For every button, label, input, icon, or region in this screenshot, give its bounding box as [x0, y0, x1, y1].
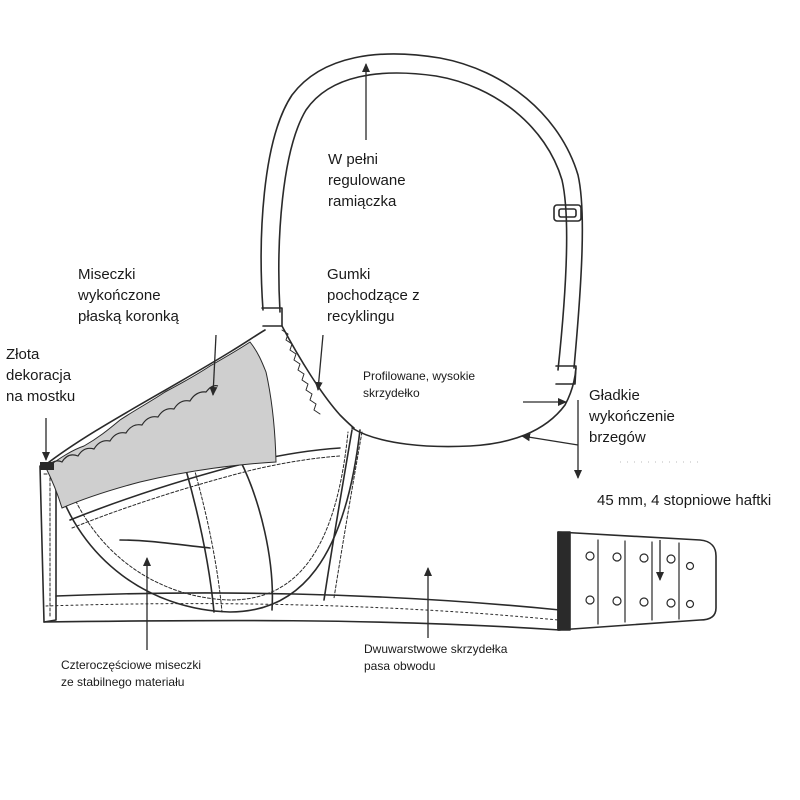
- arrow-smooth-edges: [521, 433, 579, 446]
- arrow-elastic: [314, 334, 324, 391]
- elastic-zigzag: [281, 329, 321, 415]
- band-bottom: [43, 619, 561, 631]
- cup-seam-4: [119, 539, 211, 549]
- strap-outer: [260, 53, 584, 369]
- hook-tape: [557, 531, 717, 631]
- label-four-part-cups: Czteroczęściowe miseczki ze stabilnego m…: [61, 658, 202, 689]
- label-recycled-elastic: Gumki pochodzące z recyklingu: [327, 266, 420, 325]
- strap-adjuster: [553, 204, 582, 222]
- center-gore: [39, 465, 57, 623]
- label-hooks: 45 mm, 4 stopniowe haftki: [597, 492, 772, 509]
- label-high-wing: Profilowane, wysokie skrzydełko: [363, 369, 476, 400]
- hook-eyes: [585, 539, 695, 625]
- label-gold-decoration: Złota dekoracja na mostku: [6, 346, 76, 405]
- bridge-decoration: [40, 462, 54, 470]
- lace-area: [45, 341, 277, 509]
- strap-inner: [278, 72, 568, 371]
- label-straps: W pełni regulowane ramiączka: [328, 151, 406, 210]
- band-elastic: [45, 603, 559, 621]
- band-top: [55, 592, 561, 611]
- label-smooth-edges: Gładkie wykończenie brzegów: [589, 387, 675, 446]
- arrow-lace: [209, 334, 218, 396]
- cup-seam-2: [185, 469, 215, 613]
- cup-outer: [43, 329, 266, 467]
- lace-scallop: [45, 385, 219, 469]
- band-side-seam: [323, 429, 353, 601]
- label-double-wings: Dwuwarstwowe skrzydełka pasa obwodu: [364, 642, 508, 673]
- cup-side-edge: [281, 325, 355, 429]
- strap-end-left: [261, 307, 283, 327]
- cup-seam-3: [239, 459, 274, 611]
- label-lace-cups: Miseczki wykończone płaską koronką: [78, 266, 179, 325]
- hook-bar: [557, 531, 571, 631]
- strap-end-right: [555, 365, 577, 385]
- wing-upper: [351, 367, 577, 448]
- cup-seam-1: [69, 447, 341, 521]
- underwire-outer: [55, 429, 361, 613]
